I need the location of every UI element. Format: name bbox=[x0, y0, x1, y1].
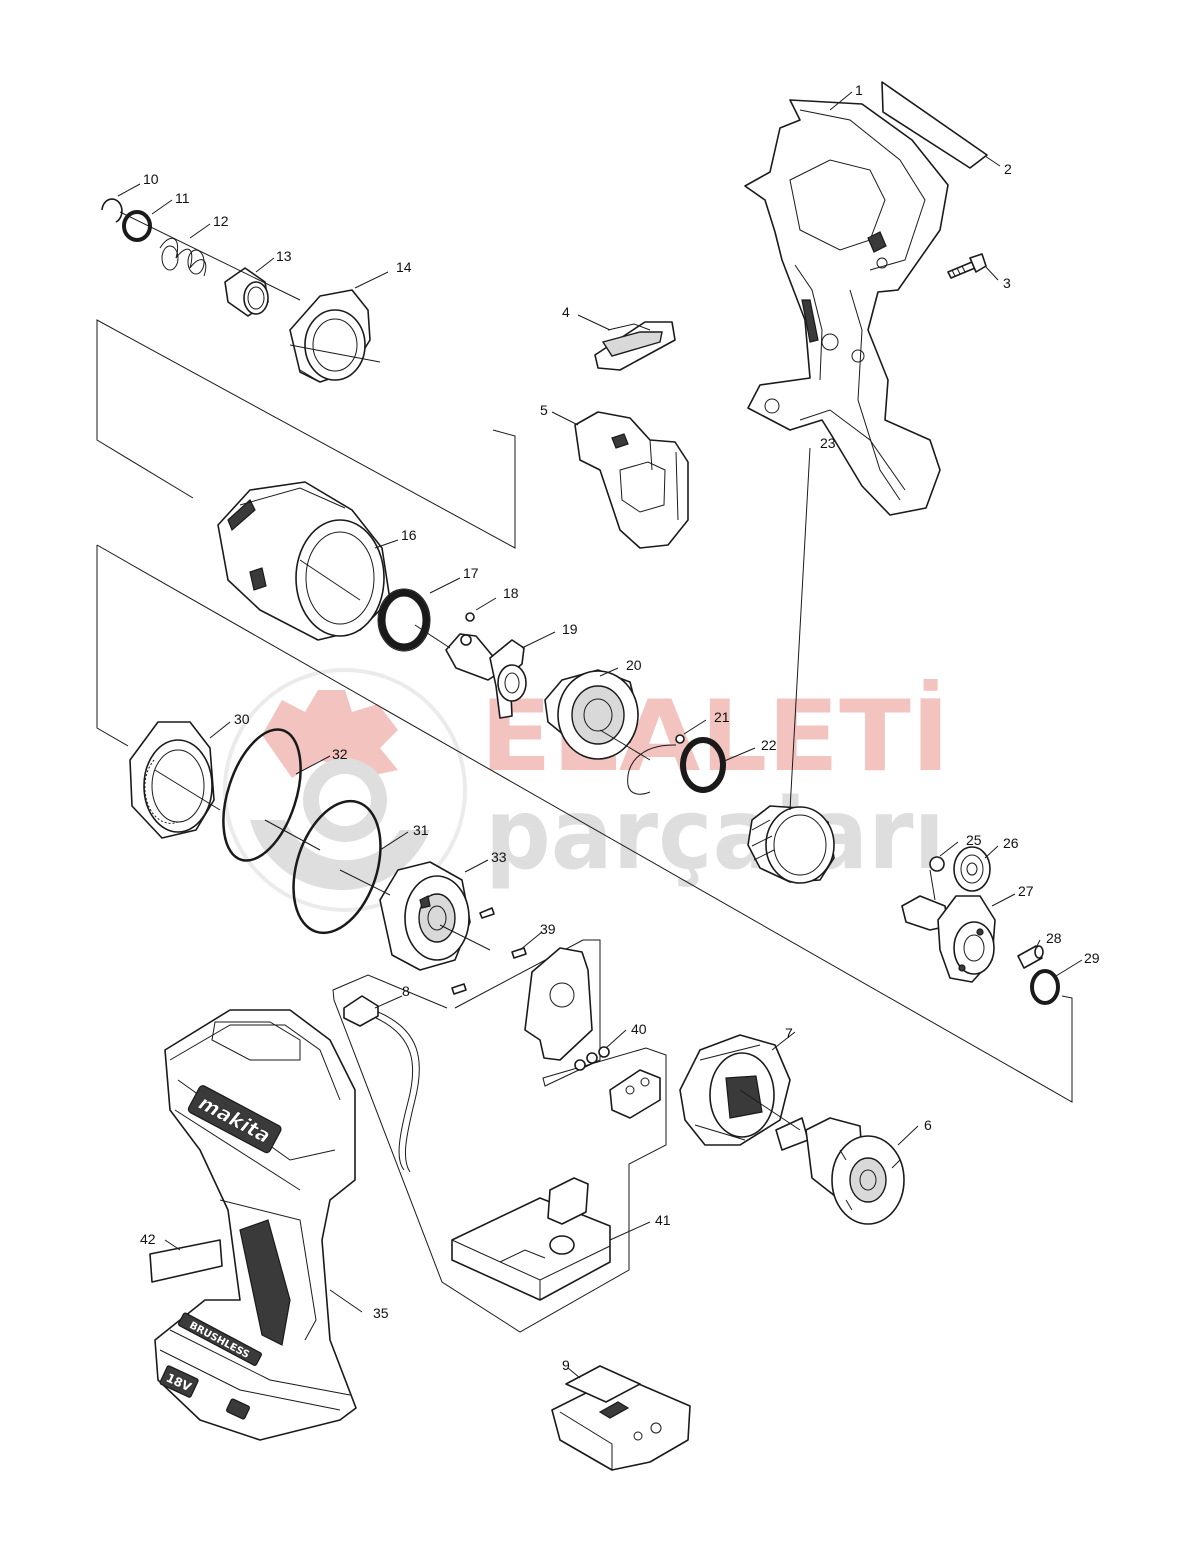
part-18-steel-ball bbox=[465, 612, 475, 622]
part-10-retaining-ring bbox=[101, 198, 123, 223]
part-29-washer bbox=[1030, 969, 1060, 1005]
part-23-compression-spring bbox=[747, 805, 835, 884]
callout-31: 31 bbox=[413, 822, 429, 838]
callout-23: 23 bbox=[820, 435, 836, 451]
callout-7: 7 bbox=[785, 1025, 793, 1041]
part-4-switch-lever bbox=[594, 321, 676, 371]
callout-5: 5 bbox=[540, 402, 548, 418]
callout-12: 12 bbox=[213, 213, 229, 229]
callout-13: 13 bbox=[276, 248, 292, 264]
part-3-screw bbox=[947, 253, 987, 279]
part-7-stator bbox=[679, 1034, 791, 1146]
callout-30: 30 bbox=[234, 711, 250, 727]
callout-39: 39 bbox=[540, 921, 556, 937]
part-14-front-cap bbox=[289, 289, 371, 383]
callout-26: 26 bbox=[1003, 835, 1019, 851]
part-17-washer bbox=[377, 588, 431, 652]
part-40-control-plate-kit bbox=[524, 947, 661, 1119]
callout-9: 9 bbox=[562, 1357, 570, 1373]
callout-6: 6 bbox=[924, 1117, 932, 1133]
part-42-label bbox=[149, 1239, 223, 1283]
part-26-planet-gear bbox=[953, 846, 991, 892]
callout-3: 3 bbox=[1003, 275, 1011, 291]
part-39-screws bbox=[451, 907, 527, 995]
callout-17: 17 bbox=[463, 565, 479, 581]
callout-29: 29 bbox=[1084, 950, 1100, 966]
part-25-steel-ball bbox=[929, 856, 945, 872]
part-6-rotor bbox=[775, 1117, 905, 1225]
callout-41: 41 bbox=[655, 1212, 671, 1228]
callout-8: 8 bbox=[402, 983, 410, 999]
part-31-o-ring bbox=[292, 799, 382, 935]
part-5-switch bbox=[574, 411, 689, 549]
part-1-housing-half bbox=[744, 99, 949, 516]
callout-21: 21 bbox=[714, 709, 730, 725]
watermark-line2: parçaları bbox=[485, 778, 945, 892]
callout-18: 18 bbox=[503, 585, 519, 601]
part-19-anvil bbox=[445, 633, 527, 719]
part-11-ring bbox=[122, 210, 152, 242]
callout-28: 28 bbox=[1046, 930, 1062, 946]
part-12-spring bbox=[159, 237, 207, 277]
callout-19: 19 bbox=[562, 621, 578, 637]
part-28-pin bbox=[1017, 945, 1044, 969]
callout-25: 25 bbox=[966, 832, 982, 848]
part-22-washer bbox=[680, 737, 726, 793]
part-32-o-ring bbox=[222, 728, 302, 862]
callout-numbers: 1 2 3 4 5 6 7 8 9 10 11 12 13 14 16 17 1… bbox=[140, 82, 1100, 1373]
callout-11: 11 bbox=[175, 190, 190, 206]
callout-22: 22 bbox=[761, 737, 777, 753]
callout-33: 33 bbox=[491, 849, 507, 865]
callout-35: 35 bbox=[373, 1305, 389, 1321]
part-35-housing-set: makita BRUSHLESS 18V bbox=[154, 1009, 357, 1441]
callout-42: 42 bbox=[140, 1231, 156, 1247]
callout-40: 40 bbox=[631, 1021, 647, 1037]
callout-2: 2 bbox=[1004, 161, 1012, 177]
callout-4: 4 bbox=[562, 304, 570, 320]
part-20-hammer bbox=[544, 669, 639, 760]
leader-lines bbox=[117, 91, 1083, 1379]
assembly-boundary-lines bbox=[96, 319, 1073, 1333]
callout-32: 32 bbox=[332, 746, 348, 762]
part-2-label bbox=[881, 81, 988, 169]
callout-10: 10 bbox=[143, 171, 159, 187]
part-33-bearing-retainer bbox=[379, 861, 471, 971]
part-13-sleeve bbox=[224, 267, 269, 317]
part-16-hammer-case bbox=[217, 481, 391, 641]
callout-14: 14 bbox=[396, 259, 412, 275]
part-27-spindle bbox=[901, 895, 996, 983]
watermark: ELALETİ parçaları bbox=[223, 668, 950, 912]
part-21-steel-ball bbox=[627, 734, 685, 795]
callout-16: 16 bbox=[401, 527, 417, 543]
callout-27: 27 bbox=[1018, 883, 1034, 899]
callout-20: 20 bbox=[626, 657, 642, 673]
part-8-lead-wire bbox=[343, 995, 420, 1173]
part-41-controller bbox=[451, 1177, 611, 1301]
callout-1: 1 bbox=[855, 82, 863, 98]
part-9-terminal bbox=[551, 1365, 691, 1471]
